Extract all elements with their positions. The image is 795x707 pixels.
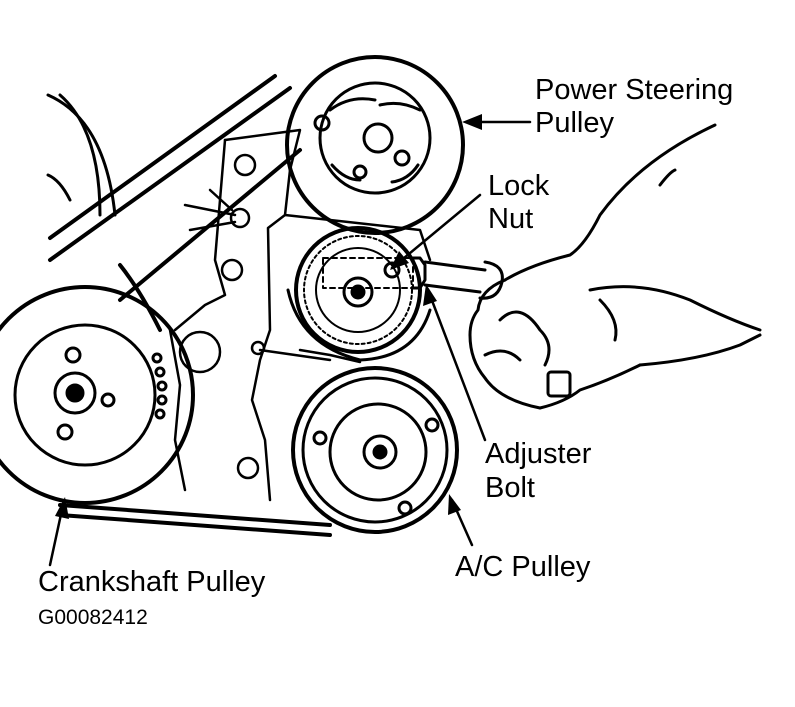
lock-nut-label-line1: Lock (488, 170, 550, 202)
engine-bracket (168, 128, 432, 502)
adjuster-bolt-arrowhead (423, 284, 437, 306)
lock-nut-leader (390, 193, 482, 270)
adjuster-bolt-label-line1: Adjuster (485, 438, 592, 470)
figure-code: G00082412 (38, 606, 148, 629)
crankshaft-arrowhead (55, 497, 69, 519)
power-steering-arrowhead (462, 114, 482, 130)
lock-nut-arrowhead (390, 251, 409, 270)
leader-lines (48, 120, 532, 567)
crankshaft-pulley-label: Crankshaft Pulley (38, 566, 266, 598)
ac-pulley (291, 366, 459, 534)
power-steering-pulley (285, 55, 465, 235)
idler-pulley (286, 226, 432, 362)
power-steering-label-line2: Pulley (535, 107, 614, 139)
ac-pulley-label: A/C Pulley (455, 551, 591, 583)
power-steering-label-line1: Power Steering (535, 74, 734, 106)
hand-with-wrench (468, 123, 762, 410)
lock-nut-label-line2: Nut (488, 203, 534, 235)
adjuster-bolt-leader (426, 288, 487, 442)
adjuster-bolt-label-line2: Bolt (485, 472, 535, 504)
crankshaft-pulley (0, 285, 195, 505)
leader-arrowheads (55, 114, 482, 519)
drive-belt (48, 74, 332, 537)
ac-pulley-arrowhead (448, 494, 461, 515)
